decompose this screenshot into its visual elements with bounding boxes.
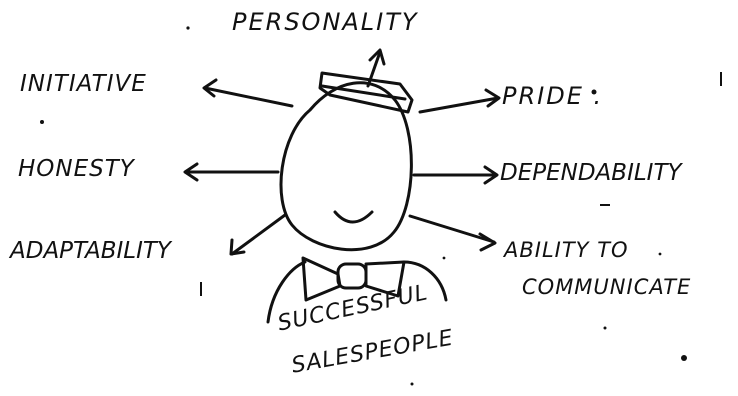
stray-marks	[40, 26, 722, 386]
trait-honesty: HONESTY	[18, 156, 135, 182]
shoulders	[266, 260, 448, 324]
smile	[333, 210, 374, 224]
arrow-pride	[418, 88, 501, 114]
arrow-initiative	[202, 78, 294, 108]
trait-ability-to: ABILITY TO	[504, 238, 629, 262]
head-outline	[279, 81, 413, 252]
trait-initiative: INITIATIVE	[20, 71, 147, 97]
trait-dependability: DEPENDABILITY	[500, 160, 682, 186]
arrow-communicate	[408, 214, 497, 252]
trait-adaptability: ADAPTABILITY	[10, 238, 171, 264]
arrow-honesty	[183, 162, 280, 182]
cap-band	[320, 84, 407, 101]
trait-pride: PRIDE .	[502, 82, 604, 110]
trait-personality: PERSONALITY	[232, 8, 419, 36]
arrow-dependability	[412, 165, 499, 185]
trait-communicate: COMMUNICATE	[522, 275, 692, 299]
cap-icon	[318, 71, 414, 114]
bowtie-knot	[336, 262, 368, 290]
arrow-adaptability	[229, 213, 287, 256]
arrow-personality	[366, 48, 386, 88]
